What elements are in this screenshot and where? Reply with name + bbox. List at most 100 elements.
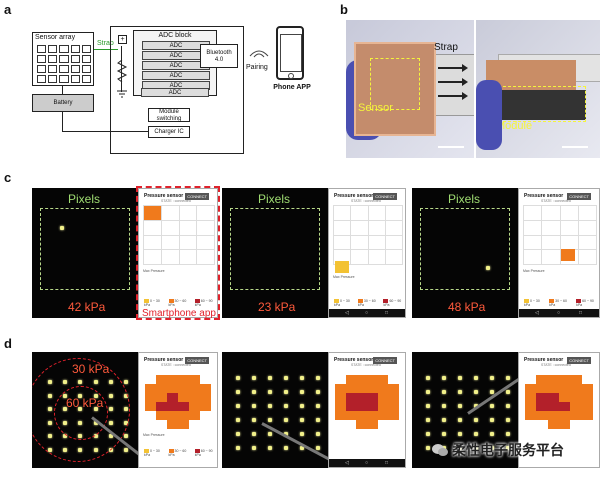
- pixel-dot: [268, 446, 272, 450]
- pixel-dot: [236, 446, 240, 450]
- recents-icon[interactable]: □: [579, 310, 583, 316]
- legend: 0 ~ 30 kPa 30 ~ 60 kPa 60 ~ 90 kPa: [524, 299, 599, 307]
- heatmap-cell: [367, 375, 378, 384]
- charger-ic-label: Charger IC: [154, 129, 184, 135]
- pixel-dot: [316, 376, 320, 380]
- module-switching-label: Module switching: [156, 109, 182, 122]
- connect-button[interactable]: CONNECT: [373, 193, 397, 200]
- heatmap-cell: [167, 375, 178, 384]
- heatmap-cell: [581, 411, 593, 420]
- connect-button[interactable]: CONNECT: [373, 357, 397, 364]
- sensor-array-box: Sensor array: [32, 32, 94, 86]
- back-icon[interactable]: ◁: [345, 460, 349, 466]
- watermark-text: 柔性电子服务平台: [452, 443, 564, 459]
- heatmap-cell: [167, 393, 178, 402]
- app-title: Pressure sensor: [334, 193, 374, 199]
- pixel-dot: [490, 404, 494, 408]
- phone-screen: [280, 34, 302, 72]
- heatmap-cell: [570, 402, 582, 411]
- app-screen: Pressure sensor CONNECT STATE : connecte…: [518, 352, 600, 468]
- heatmap-cell: [581, 420, 593, 429]
- pixels-label: Pixels: [258, 192, 291, 206]
- home-icon[interactable]: ○: [365, 310, 369, 316]
- heatmap-cell: [558, 420, 571, 429]
- pixel-dot: [300, 404, 304, 408]
- connect-button[interactable]: CONNECT: [567, 193, 591, 200]
- legend-item: 0 ~ 30 kPa: [144, 448, 160, 457]
- heatmap-cell: [156, 411, 167, 420]
- heatmap-cell: [525, 384, 537, 393]
- adc-unit: ADC: [141, 88, 209, 97]
- heatmap-cell: [200, 402, 211, 411]
- heatmap-cell: [536, 384, 548, 393]
- heatmap-cell: [367, 411, 378, 420]
- pixel-dot: [474, 446, 478, 450]
- pixel-dot: [458, 446, 462, 450]
- pressure-label: 48 kPa: [448, 300, 486, 314]
- connect-button[interactable]: CONNECT: [185, 357, 209, 364]
- pixels-outline: [230, 208, 320, 290]
- module-body: [490, 90, 586, 120]
- pixel-dot: [300, 390, 304, 394]
- home-icon[interactable]: ○: [365, 460, 369, 466]
- heatmap-cell: [367, 402, 378, 411]
- sensor-cell: [37, 55, 47, 63]
- heatmap-cell: [536, 411, 548, 420]
- pixel-dot: [490, 376, 494, 380]
- android-nav-bar: ◁ ○ □: [329, 459, 405, 467]
- connect-button[interactable]: CONNECT: [185, 193, 209, 200]
- pixel-frame: [412, 352, 518, 468]
- legend: 0 ~ 30 kPa 30 ~ 60 kPa 60 ~ 90 kPa: [334, 299, 405, 307]
- sensor-cell: [37, 65, 47, 73]
- pixel-dot: [490, 432, 494, 436]
- battery-wire-down: [62, 112, 63, 132]
- heatmap-cell: [356, 393, 367, 402]
- app-status: STATE : connected: [161, 363, 191, 367]
- adc-block: ADC block ADC ADC ADC ADC ADC: [133, 30, 217, 96]
- home-icon[interactable]: ○: [557, 310, 561, 316]
- strap-photo-label: Strap: [434, 42, 458, 53]
- heatmap-cell: [356, 402, 367, 411]
- recents-icon[interactable]: □: [385, 460, 389, 466]
- heatmap-cell: [189, 420, 200, 429]
- pixel-dot: [252, 446, 256, 450]
- heatmap-cell: [525, 411, 537, 420]
- legend-item: 30 ~ 60 kPa: [168, 298, 187, 307]
- pixel-dot: [442, 446, 446, 450]
- heatmap-cell: [189, 384, 200, 393]
- back-icon[interactable]: ◁: [535, 310, 539, 316]
- heatmap-cell: [178, 411, 189, 420]
- active-pixel: [60, 226, 64, 230]
- heatmap-cell: [145, 402, 156, 411]
- heatmap-cell: [525, 402, 537, 411]
- sensor-cell: [37, 45, 47, 53]
- legend-item: 60 ~ 90 kPa: [194, 298, 213, 307]
- heatmap-cell: [367, 393, 378, 402]
- glove-right: [476, 80, 502, 150]
- sensor-outline: [370, 58, 420, 110]
- heatmap-cell: [178, 393, 189, 402]
- pixels-outline: [40, 208, 130, 290]
- pixel-dot: [458, 418, 462, 422]
- legend-item: 60 ~ 90 kPa: [383, 298, 402, 307]
- pixel-dot: [442, 418, 446, 422]
- active-pixel: [486, 266, 490, 270]
- recents-icon[interactable]: □: [385, 310, 389, 316]
- heatmap-cell: [536, 375, 548, 384]
- pixel-dot: [284, 404, 288, 408]
- heatmap-cell: [547, 393, 559, 402]
- heatmap-cell: [189, 402, 200, 411]
- bluetooth-label: Bluetooth 4.0: [206, 50, 232, 63]
- sensor-cell: [81, 45, 91, 53]
- pixel-dot: [316, 432, 320, 436]
- app-title: Pressure sensor: [144, 193, 184, 199]
- legend-item: 30 ~ 60 kPa: [357, 298, 376, 307]
- pixel-dot: [442, 376, 446, 380]
- app-title: Pressure sensor: [334, 357, 374, 363]
- connect-button[interactable]: CONNECT: [567, 357, 591, 364]
- scale-bar: [562, 146, 588, 148]
- pixel-dot: [442, 390, 446, 394]
- back-icon[interactable]: ◁: [345, 310, 349, 316]
- heatmap-cell: [345, 393, 357, 402]
- pixel-dot: [268, 376, 272, 380]
